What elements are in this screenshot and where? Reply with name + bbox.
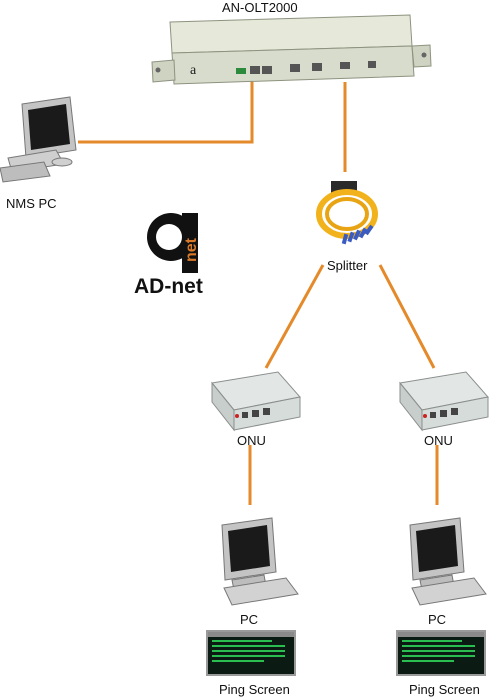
ping-screen-right xyxy=(396,630,486,676)
nms-pc-label: NMS PC xyxy=(6,196,57,211)
adnet-logo-icon: net xyxy=(147,213,200,273)
svg-text:a: a xyxy=(190,63,197,78)
ping-screen-left-label: Ping Screen xyxy=(219,682,290,697)
pc-left-label: PC xyxy=(240,612,259,627)
link-olt-nms xyxy=(78,78,254,144)
onu-device-icon-left xyxy=(211,371,301,432)
onu-left-label: ONU xyxy=(237,433,266,448)
olt-device-icon: a xyxy=(151,14,432,85)
logo-net-text: net xyxy=(183,237,200,262)
link-splitter-onu-left xyxy=(264,264,325,369)
olt-label: AN-OLT2000 xyxy=(222,0,298,15)
pc-icon-right xyxy=(409,517,487,606)
pc-icon xyxy=(0,96,77,183)
ping-screen-right-label: Ping Screen xyxy=(409,682,480,697)
splitter-icon xyxy=(316,181,378,245)
onu-right-label: ONU xyxy=(424,433,453,448)
pc-icon-left xyxy=(221,517,299,606)
brand-name: AD-net xyxy=(134,275,203,298)
pc-right-label: PC xyxy=(428,612,447,627)
splitter-label: Splitter xyxy=(327,258,368,273)
ping-screen-left xyxy=(206,630,296,676)
link-splitter-onu-right xyxy=(378,264,436,369)
links xyxy=(78,78,439,505)
onu-device-icon-right xyxy=(399,371,489,432)
